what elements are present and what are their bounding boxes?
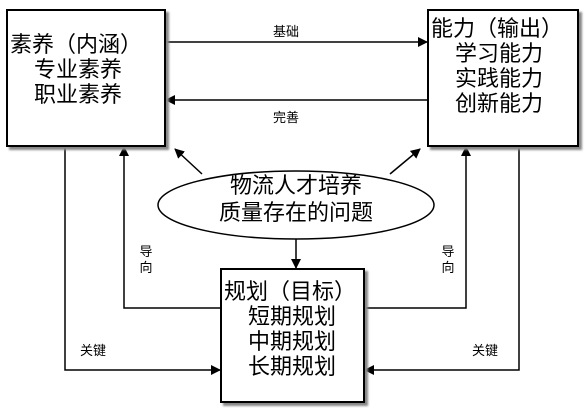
guide-label-left: 导 向 xyxy=(139,245,153,277)
guide-char: 向 xyxy=(441,261,455,276)
problem-line: 质量存在的问题 xyxy=(218,201,373,226)
competency-item: 职业素养 xyxy=(34,83,123,108)
guide-char: 导 xyxy=(441,245,455,260)
arrow-ellipse-to-left xyxy=(174,148,203,175)
key-label-left: 关键 xyxy=(80,344,107,359)
improve-label: 完善 xyxy=(273,111,300,126)
guide-char: 向 xyxy=(139,261,153,276)
arrow-ellipse-to-right xyxy=(389,148,421,175)
basis-label: 基础 xyxy=(273,25,300,40)
planning-item: 长期规划 xyxy=(248,355,337,380)
guide-label-right: 导 向 xyxy=(441,245,455,277)
planning-title: 规划（目标） xyxy=(224,280,357,305)
planning-item: 中期规划 xyxy=(248,330,337,355)
competency-box: 素养（内涵） 专业素养 职业素养 xyxy=(6,9,166,147)
ability-item: 创新能力 xyxy=(455,92,544,117)
competency-item: 专业素养 xyxy=(34,58,123,83)
problem-ellipse-text: 物流人才培养 质量存在的问题 xyxy=(160,173,432,227)
arrow-guide-left xyxy=(119,146,220,309)
problem-line: 物流人才培养 xyxy=(229,174,362,199)
arrow-key-right xyxy=(364,147,520,375)
ability-item: 学习能力 xyxy=(455,42,544,67)
ability-item: 实践能力 xyxy=(455,67,544,92)
planning-item: 短期规划 xyxy=(248,305,337,330)
competency-title: 素养（内涵） xyxy=(10,33,143,58)
ability-box: 能力（输出） 学习能力 实践能力 创新能力 xyxy=(427,9,579,147)
arrow-guide-right xyxy=(365,146,471,309)
center-ellipse-shape xyxy=(157,170,435,240)
planning-box: 规划（目标） 短期规划 中期规划 长期规划 xyxy=(220,268,365,403)
guide-char: 导 xyxy=(139,245,153,260)
key-label-right: 关键 xyxy=(472,344,499,359)
ability-title: 能力（输出） xyxy=(431,17,564,42)
arrow-key-left xyxy=(64,147,221,375)
